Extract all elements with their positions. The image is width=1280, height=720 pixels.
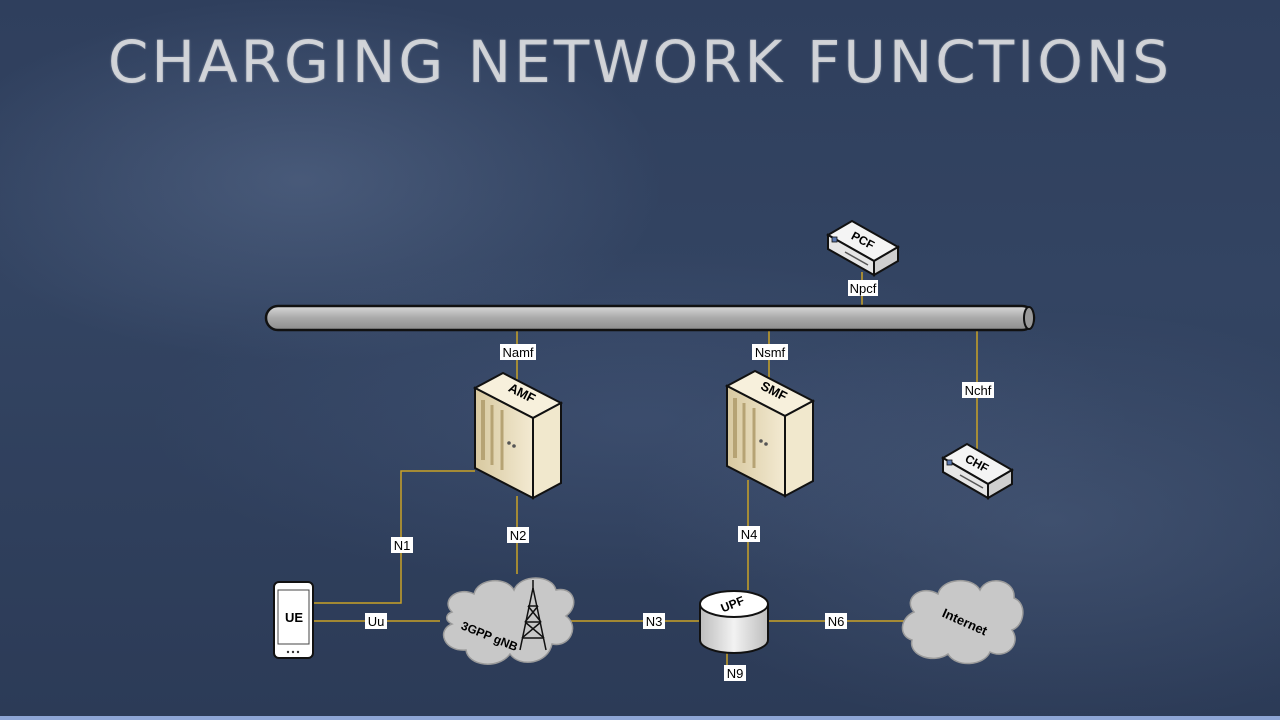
pcf-appliance: PCF bbox=[825, 219, 901, 277]
label-n6: N6 bbox=[825, 613, 847, 629]
smf-server: SMF bbox=[724, 369, 816, 498]
svg-text:N4: N4 bbox=[741, 527, 758, 542]
bottom-strip bbox=[0, 716, 1280, 720]
svg-text:N3: N3 bbox=[646, 614, 663, 629]
label-npcf: Npcf bbox=[848, 280, 878, 296]
gnb-cloud: 3GPP gNB bbox=[442, 577, 575, 665]
link-lines bbox=[314, 272, 978, 670]
label-n3: N3 bbox=[643, 613, 665, 629]
svg-text:Namf: Namf bbox=[502, 345, 533, 360]
svg-text:N6: N6 bbox=[828, 614, 845, 629]
upf-cylinder: UPF bbox=[699, 590, 769, 654]
ue-label: UE bbox=[285, 610, 303, 625]
svg-text:Nsmf: Nsmf bbox=[755, 345, 786, 360]
svg-text:N1: N1 bbox=[394, 538, 411, 553]
label-nchf: Nchf bbox=[962, 382, 994, 398]
antenna-tower-icon bbox=[519, 580, 547, 651]
svg-text:Npcf: Npcf bbox=[850, 281, 877, 296]
svg-text:Nchf: Nchf bbox=[965, 383, 992, 398]
interface-labels: Npcf Namf Nsmf Nchf N1 N2 N4 Uu bbox=[365, 280, 994, 681]
label-n9: N9 bbox=[724, 665, 746, 681]
label-uu: Uu bbox=[365, 613, 387, 629]
ue-phone: UE bbox=[273, 581, 314, 659]
internet-cloud: Internet bbox=[901, 580, 1024, 665]
label-n1: N1 bbox=[391, 537, 413, 553]
svg-text:N2: N2 bbox=[510, 528, 527, 543]
svg-text:N9: N9 bbox=[727, 666, 744, 681]
chf-appliance: CHF bbox=[941, 442, 1014, 500]
slide-title: CHARGING NETWORK FUNCTIONS bbox=[107, 28, 1173, 96]
amf-server: AMF bbox=[472, 371, 564, 500]
service-bus bbox=[264, 304, 1036, 332]
svg-text:Uu: Uu bbox=[368, 614, 385, 629]
label-n4: N4 bbox=[738, 526, 760, 542]
label-nsmf: Nsmf bbox=[752, 344, 788, 360]
label-namf: Namf bbox=[500, 344, 536, 360]
label-n2: N2 bbox=[507, 527, 529, 543]
